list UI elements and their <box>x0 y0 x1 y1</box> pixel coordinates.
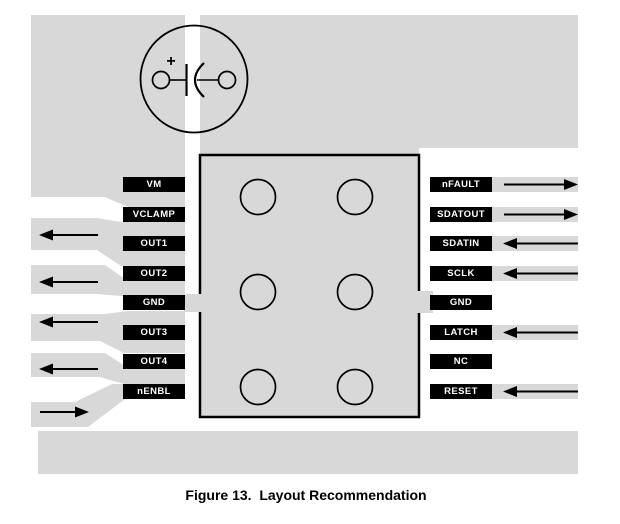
pin-label-vclamp: VCLAMP <box>123 207 185 222</box>
gnd-bridge-left <box>184 294 204 312</box>
arrow-out2 <box>39 276 98 288</box>
gnd-bridge-right <box>416 291 433 313</box>
via-hole <box>239 178 277 216</box>
arrow-out1 <box>39 229 98 241</box>
pin-label-gnd-right: GND <box>430 295 492 310</box>
pin-label-nenbl: nENBL <box>123 384 185 399</box>
pin-label-nfault: nFAULT <box>430 177 492 192</box>
arrow-nenbl <box>40 406 89 418</box>
arrow-out3 <box>39 316 98 328</box>
ic-package <box>198 153 421 419</box>
pin-label-out3: OUT3 <box>123 325 185 340</box>
pin-label-reset: RESET <box>430 384 492 399</box>
pin-label-out2: OUT2 <box>123 266 185 281</box>
pin-label-vm: VM <box>123 177 185 192</box>
arrow-out4 <box>39 363 98 375</box>
arrow-sdatout <box>504 209 578 220</box>
thermal-vias <box>239 178 374 406</box>
via-hole <box>239 273 277 311</box>
via-hole <box>239 368 277 406</box>
pin-label-sclk: SCLK <box>430 266 492 281</box>
polarized-capacitor-icon <box>139 24 249 134</box>
via-hole <box>336 368 374 406</box>
via-hole <box>336 178 374 216</box>
arrow-sdatin <box>503 238 578 249</box>
arrow-sclk <box>503 268 578 279</box>
pin-label-out4: OUT4 <box>123 354 185 369</box>
figure-caption: Figure 13. Layout Recommendation <box>185 487 427 503</box>
pin-label-sdatout: SDATOUT <box>430 207 492 222</box>
capacitor-plate-negative <box>193 62 205 98</box>
pin-label-nc: NC <box>430 354 492 369</box>
capacitor-positive-terminal <box>151 70 171 90</box>
via-hole <box>336 273 374 311</box>
capacitor-outline-circle <box>139 24 249 134</box>
pin-label-gnd-left: GND <box>123 295 185 310</box>
arrow-latch <box>503 327 578 338</box>
arrow-nfault <box>504 179 578 190</box>
top-right-copper-plane <box>200 15 578 148</box>
plane-chip-join <box>200 148 419 157</box>
pin-label-latch: LATCH <box>430 325 492 340</box>
capacitor-plus-sign: + <box>166 53 175 70</box>
pin-label-sdatin: SDATIN <box>430 236 492 251</box>
signal-arrows <box>39 179 578 418</box>
arrow-reset <box>503 386 578 397</box>
bottom-copper-strip <box>38 431 578 474</box>
pin-label-out1: OUT1 <box>123 236 185 251</box>
chip-outline <box>198 153 421 419</box>
